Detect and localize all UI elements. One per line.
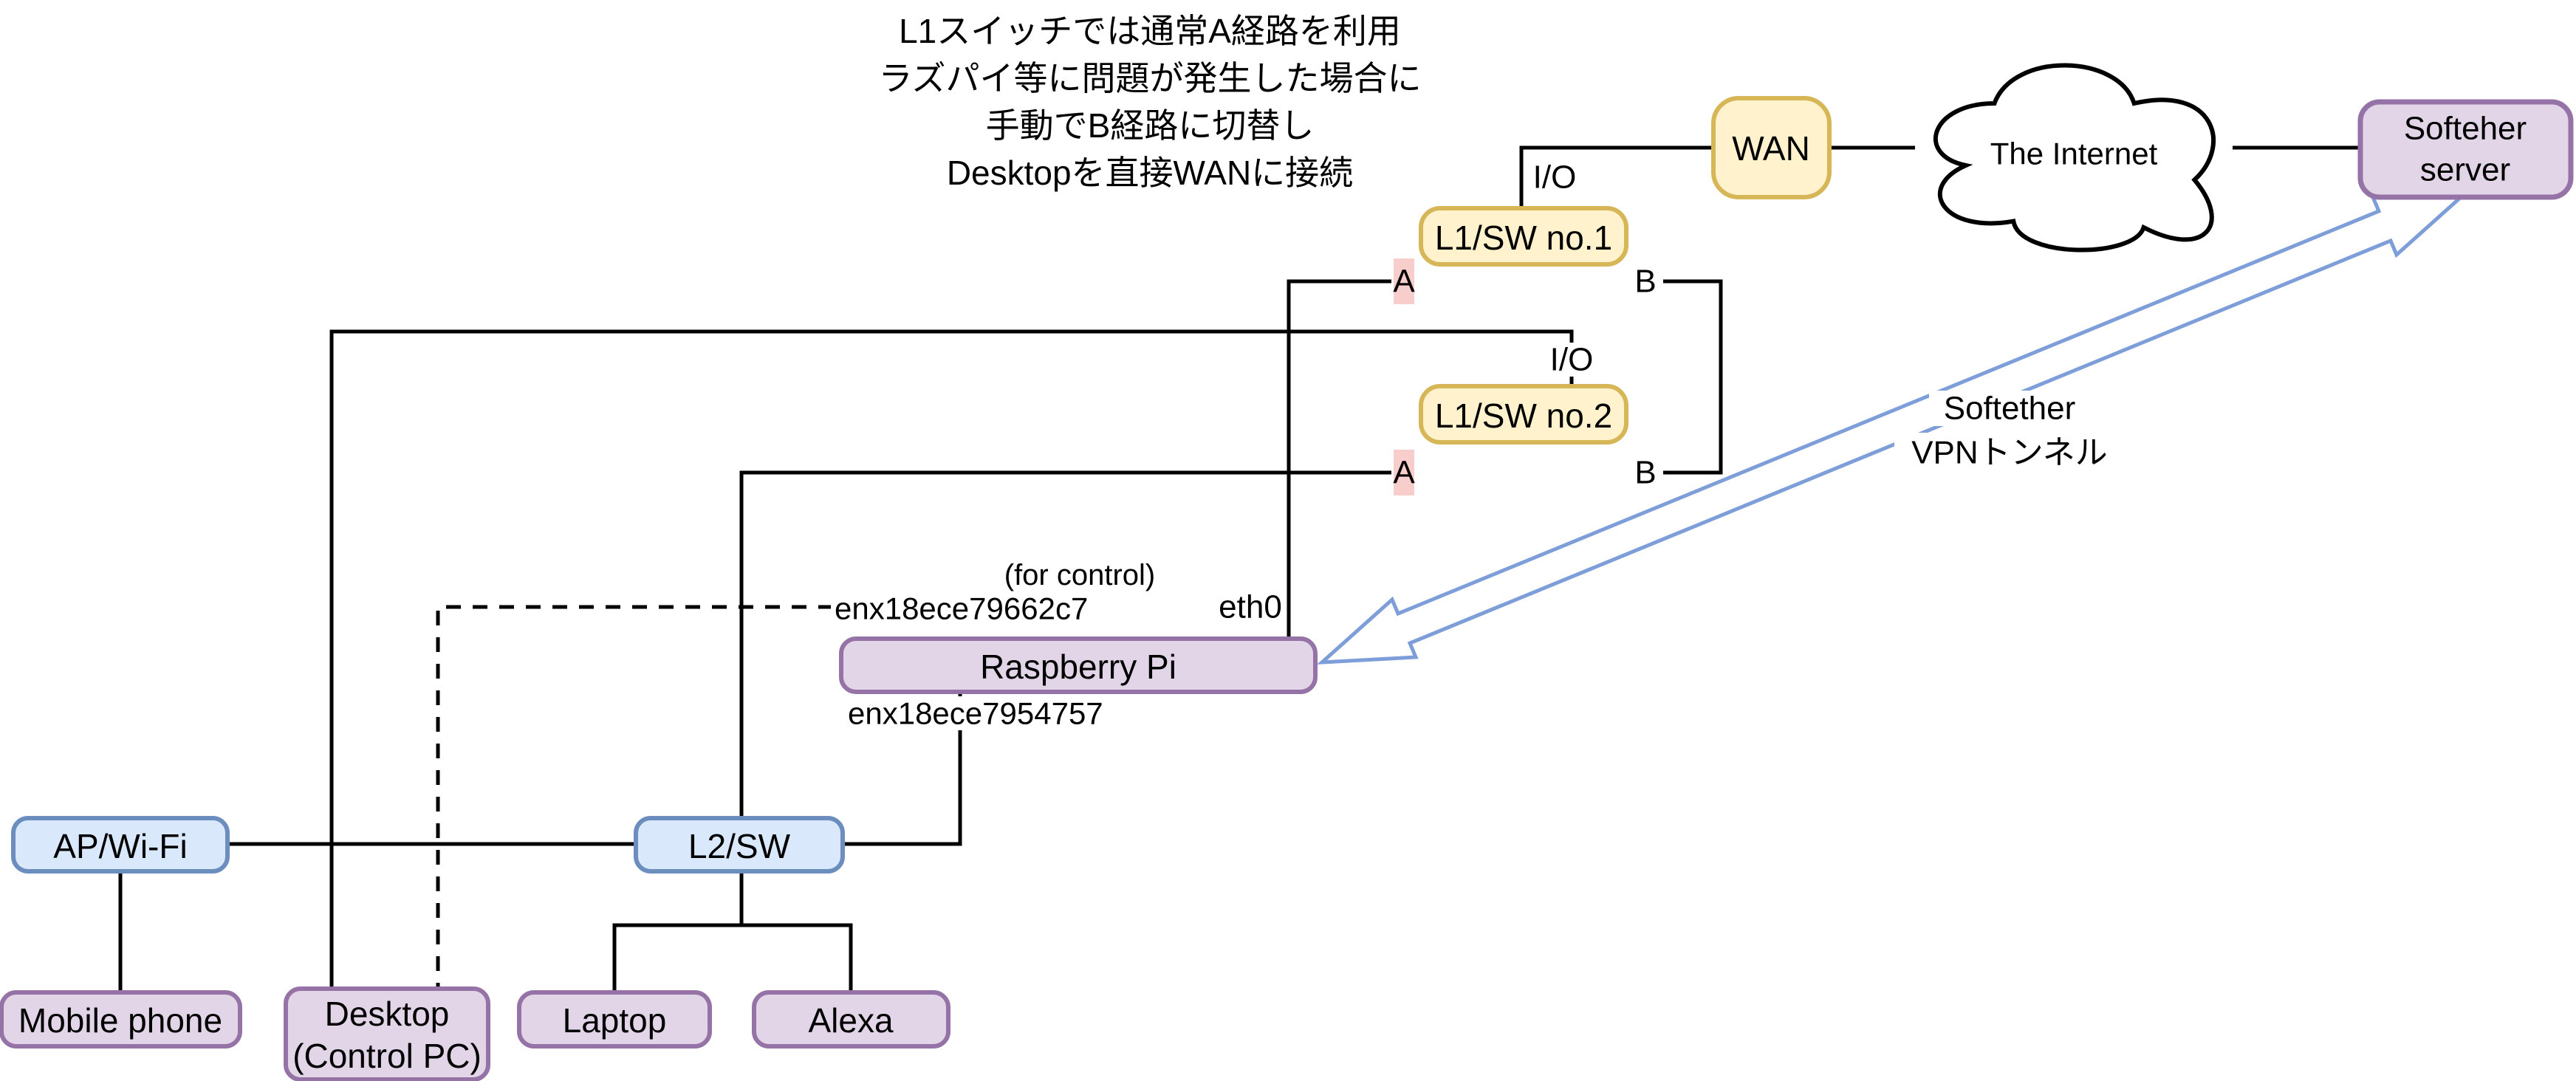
mobile-phone-label: Mobile phone (18, 1001, 222, 1040)
l1sw2-label: L1/SW no.2 (1435, 397, 1612, 435)
wire-l1sw2-a-l2sw (739, 470, 1391, 818)
laptop-label: Laptop (563, 1001, 667, 1040)
rpi-if-bottom-label-bg (844, 696, 1106, 730)
softether-server-label-line1: Softeher (2404, 111, 2527, 147)
port-labels: I/O I/O A A B B eth0 (for control) enx18… (831, 159, 1657, 731)
eth0-label-bg (1215, 590, 1286, 624)
rpi-if-top-label: enx18ece79662c7 (835, 591, 1088, 626)
alexa-label: Alexa (808, 1001, 893, 1040)
annotation-line-1: L1スイッチでは通常A経路を利用 (899, 12, 1401, 50)
l1sw2-io-label-bg (1546, 343, 1597, 377)
l1sw1-b-label: B (1634, 264, 1656, 300)
annotation-line-4: Desktopを直接WANに接続 (947, 154, 1353, 192)
annotation-line-3: 手動でB経路に切替し (986, 106, 1315, 145)
annotation-line-2: ラズパイ等に問題が発生した場合に (878, 59, 1421, 97)
desktop-label-line1: Desktop (325, 995, 450, 1033)
wire-l1sw1-a-eth0 (1287, 279, 1391, 639)
vpn-label-bg-line2 (1894, 433, 2125, 473)
internet-label: The Internet (1990, 137, 2158, 171)
wire-l2sw-rpi-bottom (843, 692, 962, 846)
l1sw2-io-label: I/O (1550, 342, 1594, 378)
laptop-node (517, 990, 712, 1049)
alexa-node (752, 990, 950, 1049)
mobile-phone-node (0, 990, 242, 1049)
l1sw2-node (1419, 384, 1628, 445)
a1-highlight (1394, 258, 1414, 304)
nodes: WAN The Internet Softeher server L1/SW n… (0, 63, 2574, 1081)
l1sw2-b-label: B (1634, 455, 1656, 491)
ap-wifi-label: AP/Wi-Fi (53, 827, 187, 865)
desktop-label-line2: (Control PC) (292, 1037, 482, 1075)
a2-highlight (1394, 450, 1414, 495)
softether-server-node (2357, 99, 2574, 200)
wan-label: WAN (1732, 129, 1810, 168)
l2sw-label: L2/SW (688, 827, 791, 865)
ap-wifi-node (11, 816, 230, 874)
l1sw1-io-label: I/O (1533, 159, 1577, 196)
vpn-label-line1: Softether (1944, 391, 2076, 427)
raspberry-pi-node (839, 636, 1318, 694)
desktop-node (284, 986, 490, 1081)
vpn-label-bg-line1 (1929, 391, 2090, 426)
raspberry-pi-label: Raspberry Pi (980, 648, 1176, 686)
wire-l1sw1-io-wan (1519, 145, 1713, 208)
for-control-label: (for control) (1004, 559, 1156, 591)
wire-laptop-alexa-branch (612, 923, 853, 992)
vpn-label-line2: VPNトンネル (1911, 435, 2108, 471)
vpn-tunnel-label: Softether VPNトンネル (1894, 391, 2125, 473)
l1sw1-node (1419, 206, 1628, 267)
wires (118, 145, 2360, 992)
softether-server-label-line2: server (2420, 152, 2510, 188)
rpi-if-top-label-bg (831, 591, 1086, 625)
l1sw1-label: L1/SW no.1 (1435, 219, 1612, 257)
eth0-label: eth0 (1219, 589, 1282, 625)
wan-node (1711, 96, 1832, 199)
annotation-note: L1スイッチでは通常A経路を利用 ラズパイ等に問題が発生した場合に 手動でB経路… (878, 12, 1421, 192)
internet-cloud (1933, 63, 2216, 253)
rpi-if-bottom-label: enx18ece7954757 (848, 696, 1103, 731)
l1sw2-a-label: A (1393, 455, 1415, 491)
l2sw-node (634, 816, 845, 874)
wire-desktop-control-dashed (436, 605, 833, 989)
l1sw1-a-label: A (1393, 264, 1415, 300)
wire-b1-b2 (1663, 279, 1723, 475)
